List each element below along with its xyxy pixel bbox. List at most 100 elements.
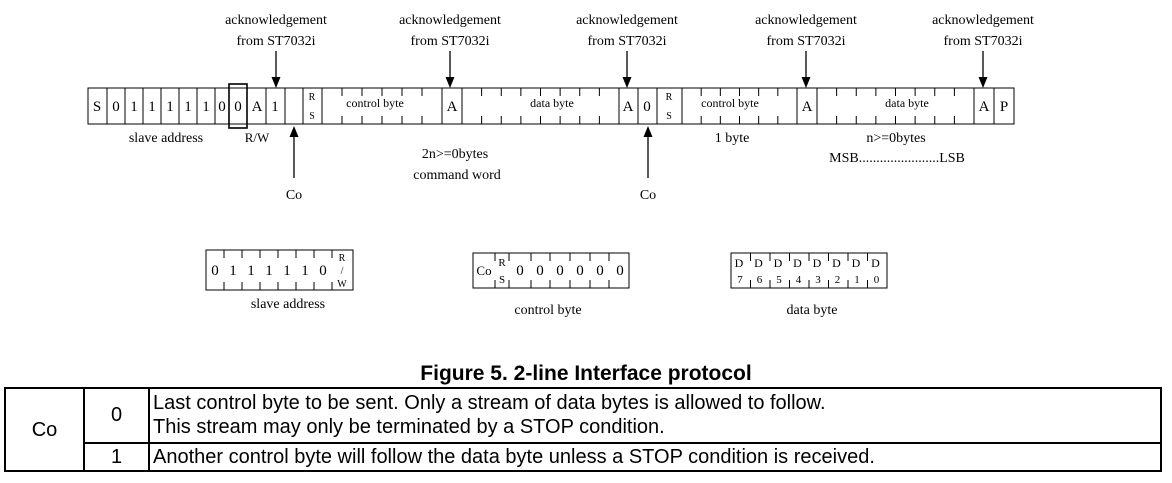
co-arrow [643, 126, 653, 178]
bit-cell: 1 [184, 99, 192, 115]
co-bit-table: Co 0 Last control byte to be sent. Only … [4, 387, 1162, 473]
bit-cell: 0 [516, 263, 524, 279]
ack-label-line1: acknowledgement [932, 13, 1034, 28]
ack-arrow [978, 51, 988, 88]
acknowledgement-label: acknowledgement from ST7032i [225, 13, 327, 88]
bit-cell: S [93, 99, 101, 115]
bit-cell: 1 [166, 99, 174, 115]
ack-label-line2: from ST7032i [944, 34, 1023, 49]
data-byte-field: data byte [885, 96, 929, 110]
ack-label-line2: from ST7032i [767, 34, 846, 49]
arrow-head [978, 77, 988, 88]
description-line: This stream may only be terminated by a … [153, 416, 665, 439]
bit-cell: 0 [536, 263, 544, 279]
bit-cell: 1 [283, 263, 291, 279]
bit-letter: D [871, 256, 880, 270]
arrow-head [271, 77, 281, 88]
ack-label-line1: acknowledgement [399, 13, 501, 28]
rw-letter: W [337, 279, 347, 290]
bit-index: 7 [737, 274, 743, 286]
bit-index: 2 [835, 274, 841, 286]
bit-index: 1 [854, 274, 860, 286]
co-description-cell: Last control byte to be sent. Only a str… [148, 387, 1162, 444]
ack-bit-cell: A [623, 99, 634, 115]
rw-label: R/W [245, 130, 270, 145]
bit-letter: D [813, 256, 822, 270]
bit-index: 6 [757, 274, 763, 286]
rs-bottom-letter: S [666, 111, 672, 122]
co-name-cell: Co [4, 387, 85, 472]
bit-letter: D [735, 256, 744, 270]
command-word-label: command word [413, 168, 500, 183]
bit-cell: 0 [234, 99, 242, 115]
ack-arrow [271, 51, 281, 88]
control-byte-field: control byte [346, 96, 404, 110]
bit-index: 4 [796, 274, 802, 286]
control-byte-field: control byte [701, 96, 759, 110]
bit-cell: 1 [148, 99, 156, 115]
ack-bit-cell: A [447, 99, 458, 115]
box-label: slave address [251, 297, 325, 312]
ack-label-line1: acknowledgement [576, 13, 678, 28]
ack-bit-cell: A [802, 99, 813, 115]
box-label: control byte [514, 303, 581, 318]
data-byte-field: data byte [530, 96, 574, 110]
ack-label-line1: acknowledgement [225, 13, 327, 28]
bit-cell: 1 [271, 99, 279, 115]
bit-cell: 1 [130, 99, 138, 115]
acknowledgement-label: acknowledgement from ST7032i [932, 13, 1034, 88]
bit-cell: 0 [112, 99, 120, 115]
arrow-head [289, 126, 299, 137]
co-label: Co [286, 188, 302, 203]
co-value-cell: 1 [83, 441, 150, 473]
bit-cell: 0 [211, 263, 219, 279]
bit-cell: 1 [265, 263, 273, 279]
bit-cell: 0 [616, 263, 624, 279]
rs-top-letter: R [309, 92, 316, 103]
ack-arrow [801, 51, 811, 88]
bit-cell: 0 [218, 99, 226, 115]
rw-bit-frame [228, 83, 248, 129]
bit-letter: D [852, 256, 861, 270]
data-count-label: n>=0bytes [866, 131, 925, 146]
table-row: Co 0 Last control byte to be sent. Only … [4, 387, 1162, 472]
ack-arrow [445, 51, 455, 88]
ack-bit-cell: A [979, 99, 990, 115]
bit-cell: 0 [319, 263, 327, 279]
box-label: data byte [787, 303, 838, 318]
rs-letter: R [498, 257, 506, 269]
bit-index: 0 [874, 274, 880, 286]
sequence-frame [87, 87, 1015, 125]
rs-bit-cell: RS [666, 92, 673, 122]
bit-cell: 1 [247, 263, 255, 279]
bit-letter: D [774, 256, 783, 270]
description-line: Last control byte to be sent. Only a str… [153, 392, 826, 415]
ack-label-line2: from ST7032i [411, 34, 490, 49]
box-frame [472, 252, 630, 289]
bit-letter: D [832, 256, 841, 270]
co-description-cell: Another control byte will follow the dat… [148, 441, 1162, 473]
description-line: Another control byte will follow the dat… [153, 445, 875, 468]
bit-cell: 1 [202, 99, 210, 115]
command-count-label: 2n>=0bytes [422, 147, 488, 162]
acknowledgement-label: acknowledgement from ST7032i [576, 13, 678, 88]
rs-top-letter: R [666, 92, 673, 103]
slave-address-label: slave address [129, 131, 203, 146]
bit-index: 3 [815, 274, 821, 286]
rs-bottom-letter: S [309, 111, 315, 122]
ack-label-line1: acknowledgement [755, 13, 857, 28]
table-row: 1 Another control byte will follow the d… [5, 441, 1162, 473]
ack-label-line2: from ST7032i [237, 34, 316, 49]
bit-cell: 0 [596, 263, 604, 279]
ack-label-line2: from ST7032i [588, 34, 667, 49]
bit-index: 5 [776, 274, 782, 286]
box-frame [205, 249, 354, 291]
ack-arrow [622, 51, 632, 88]
rs-bit-cell: RS [309, 92, 316, 122]
bit-letter: D [754, 256, 763, 270]
bit-letter: D [793, 256, 802, 270]
